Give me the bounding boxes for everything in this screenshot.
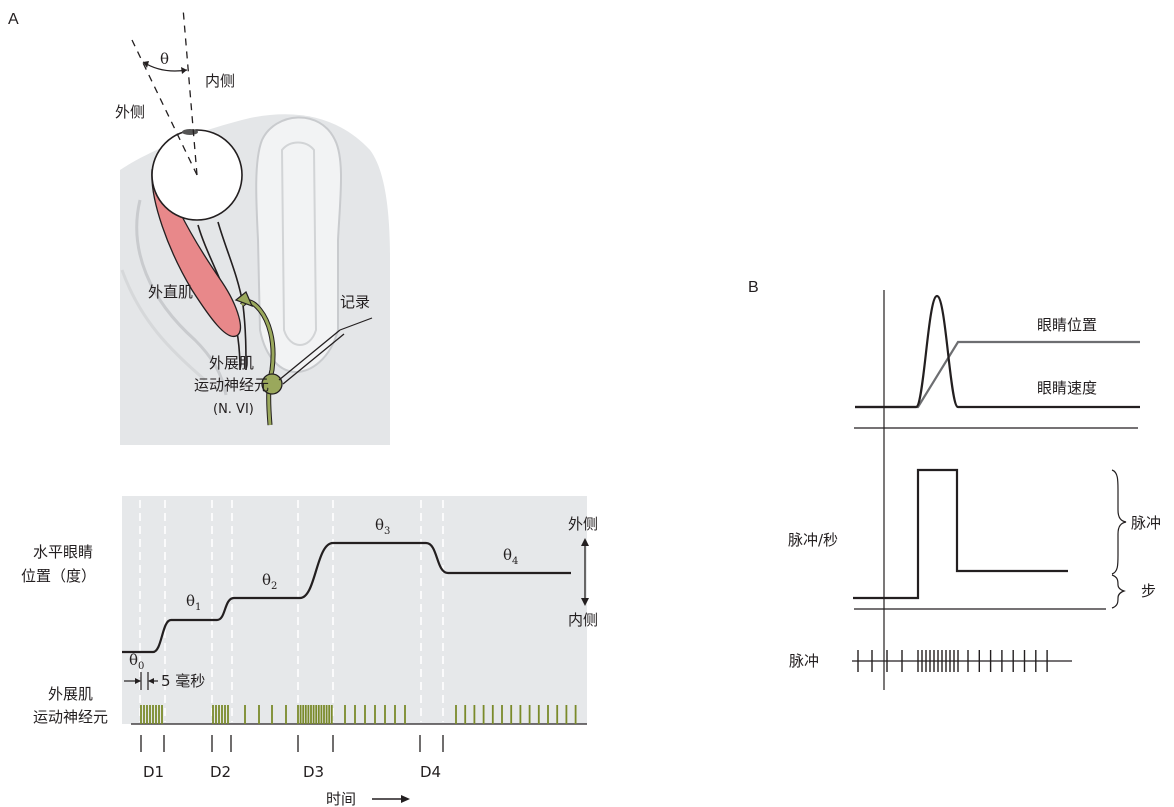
theta-angle-label: θ	[160, 50, 169, 68]
raster-label: 脉冲	[789, 652, 819, 670]
neuron-spike-train	[140, 705, 577, 724]
theta-2-label: θ2	[262, 571, 277, 592]
eye-position-curve	[855, 340, 1140, 409]
trace-ylabel-line1: 水平眼睛	[33, 543, 93, 561]
theta-1-label: θ1	[186, 592, 201, 613]
duration-label-d3: D3	[303, 763, 324, 781]
abducens-neuron-soma	[261, 373, 283, 395]
time-axis-label: 时间	[326, 790, 356, 807]
nasal-septum	[255, 116, 343, 374]
step-brace-label: 步	[1141, 582, 1156, 600]
theta-0-label: θ0	[129, 651, 144, 672]
eye-position-trace	[122, 541, 571, 654]
lateral-label: 外侧	[115, 103, 145, 121]
trace-background	[122, 496, 587, 724]
abducens-label-line2: 运动神经元	[194, 376, 269, 394]
eye-velocity-label: 眼睛速度	[1037, 379, 1097, 397]
panel-b-letter: B	[748, 279, 759, 296]
trace-medial-label: 内侧	[568, 611, 598, 629]
raster-spike-train	[857, 650, 1048, 672]
trace-ylabel-line2: 位置（度）	[21, 567, 96, 585]
pulse-brace	[1111, 469, 1127, 575]
recording-electrode	[278, 329, 341, 381]
lateral-rectus-label: 外直肌	[148, 283, 193, 301]
eye-velocity-curve	[855, 294, 1140, 409]
duration-label-d2: D2	[210, 763, 231, 781]
event-gridlines	[139, 500, 444, 722]
theta-4-label: θ4	[503, 546, 518, 567]
eye-position-label: 眼睛位置	[1037, 316, 1097, 334]
abducens-label-line1: 外展肌	[209, 354, 254, 372]
anatomy-illustration	[120, 7, 390, 446]
scale-bar	[124, 672, 158, 690]
neuron-label-line2: 运动神经元	[33, 708, 108, 726]
time-arrow	[372, 795, 410, 803]
medial-gaze-axis	[182, 7, 198, 176]
medial-label: 内侧	[205, 72, 235, 90]
scale-label: 5 毫秒	[161, 672, 205, 690]
firing-rate-curve	[853, 468, 1068, 600]
step-brace	[1111, 574, 1126, 609]
nerve-code-label: (N. VI)	[213, 402, 254, 417]
neuron-label-line1: 外展肌	[48, 685, 93, 703]
rate-label: 脉冲/秒	[788, 531, 838, 549]
pulse-brace-label: 脉冲	[1131, 514, 1161, 532]
duration-markers	[140, 735, 444, 752]
duration-label-d1: D1	[143, 763, 164, 781]
lateral-medial-arrow	[581, 538, 589, 606]
panel-a-letter: A	[8, 11, 19, 28]
trace-lateral-label: 外侧	[568, 515, 598, 533]
recording-label: 记录	[340, 293, 370, 311]
theta-3-label: θ3	[375, 516, 390, 537]
duration-label-d4: D4	[420, 763, 441, 781]
